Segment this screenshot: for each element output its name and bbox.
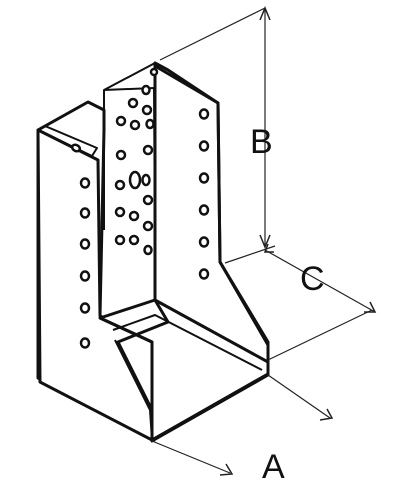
dimension-b-extension-bottom [224, 245, 276, 264]
dimension-c-extension-front [267, 309, 373, 361]
dimension-b-label: B [250, 123, 273, 161]
dimension-b-extension-top [159, 7, 266, 61]
dimension-a-label: A [262, 448, 285, 482]
left-flange-holes [70, 143, 91, 349]
dimension-a-line [151, 440, 231, 474]
back-flange-holes [114, 67, 159, 256]
dimension-a [151, 374, 334, 476]
dimension-a-extension-right [267, 374, 331, 419]
right-flange-holes [198, 108, 210, 280]
dimension-b [159, 6, 276, 264]
dimension-c-label: C [300, 260, 325, 298]
front-lip [99, 316, 270, 442]
dimension-c-line [264, 249, 376, 313]
dimension-c [263, 243, 377, 361]
